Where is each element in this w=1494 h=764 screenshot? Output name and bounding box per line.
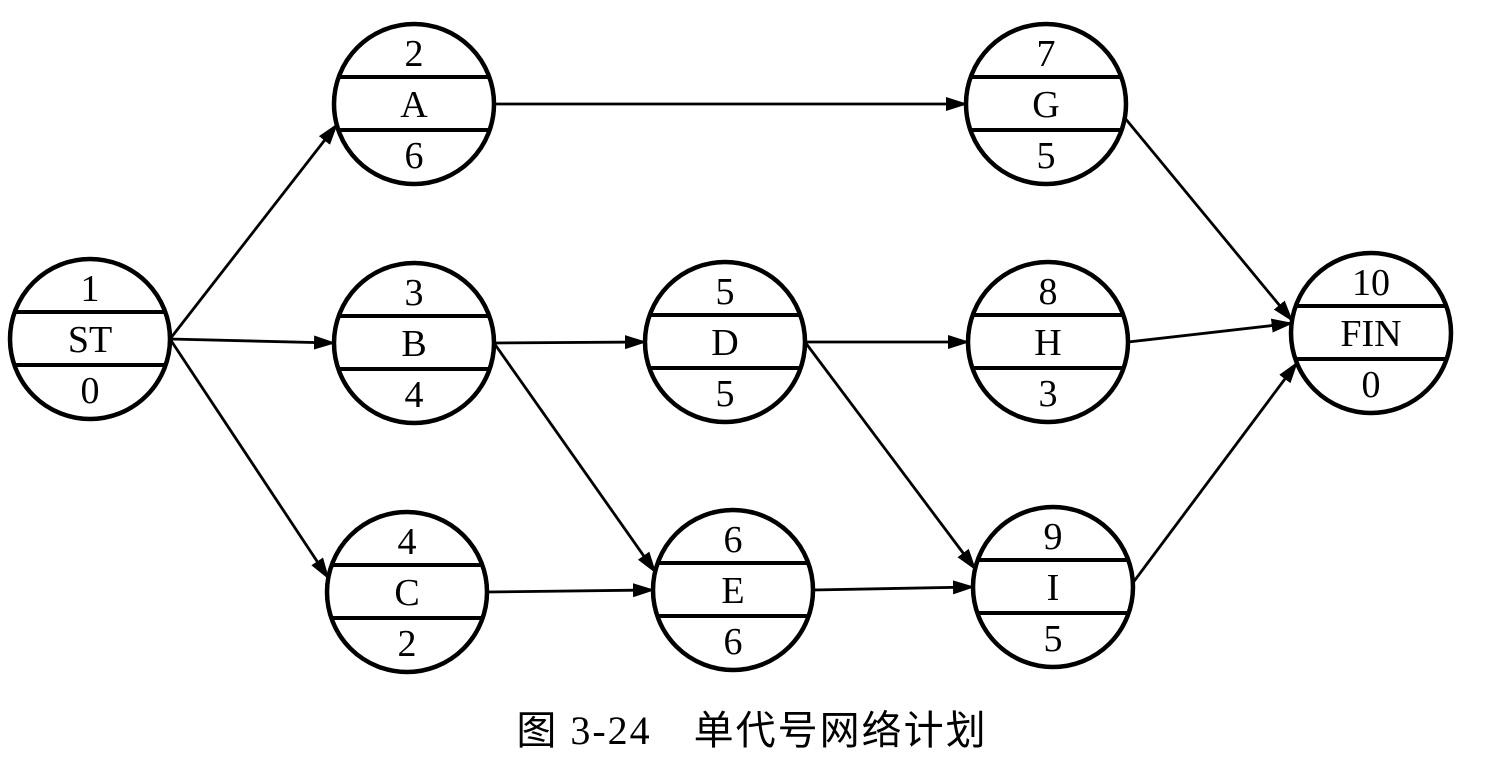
node-number: 6 [724,519,743,561]
node-a: 2A 6 [331,21,497,187]
node-d: 5D5 [642,259,808,425]
edge-e-i [812,580,975,595]
node-label: H [1034,322,1061,364]
node-duration: 6 [405,135,424,177]
node-label: FIN [1340,313,1401,355]
node-circle [7,256,173,422]
node-number: 3 [405,272,424,314]
node-duration: 0 [81,370,100,412]
node-number: 2 [405,33,424,75]
node-c: 4C 2 [324,509,490,675]
edge-st-b [169,335,336,350]
node-duration: 3 [1039,373,1058,415]
node-label: ST [68,319,112,361]
node-circle [331,21,497,187]
node-number: 9 [1044,516,1063,558]
node-label: E [721,570,744,612]
node-g: 7G 5 [963,21,1129,187]
edges-layer [168,97,1298,598]
node-duration: 6 [724,621,743,663]
edge-d-i [803,341,977,571]
edge-st-c [168,338,330,580]
node-i: 9I 5 [970,504,1136,670]
node-duration: 0 [1362,364,1381,406]
node-duration: 5 [716,373,735,415]
node-label: B [401,323,426,365]
edge-b-e [492,342,657,574]
node-number: 10 [1352,262,1390,304]
edge-c-e [486,583,655,598]
edge-st-a [168,123,338,340]
figure-caption: 图 3-24 单代号网络计划 [516,708,987,753]
node-duration: 4 [405,374,424,416]
node-number: 5 [716,271,735,313]
node-label: I [1047,567,1060,609]
node-b: 3B 4 [331,260,497,426]
node-h: 8H 3 [965,259,1131,425]
node-label: C [394,572,419,614]
node-st: 1ST 0 [7,256,173,422]
edge-h-fin [1127,318,1294,344]
edge-b-d [493,335,647,350]
node-duration: 5 [1044,618,1063,660]
node-number: 7 [1037,33,1056,75]
edge-i-fin [1131,361,1298,584]
node-circle [970,504,1136,670]
node-label: G [1032,84,1059,126]
node-circle [650,507,816,673]
node-number: 8 [1039,271,1058,313]
node-circle [963,21,1129,187]
node-label: D [711,322,738,364]
edge-g-fin [1123,117,1294,323]
node-e: 6E6 [650,507,816,673]
node-circle [331,260,497,426]
node-number: 4 [398,521,417,563]
node-label: A [400,84,428,126]
node-circle [324,509,490,675]
node-number: 1 [81,268,100,310]
node-circle [1288,250,1454,416]
node-circle [642,259,808,425]
node-duration: 2 [398,623,417,665]
node-circle [965,259,1131,425]
node-duration: 5 [1037,135,1056,177]
